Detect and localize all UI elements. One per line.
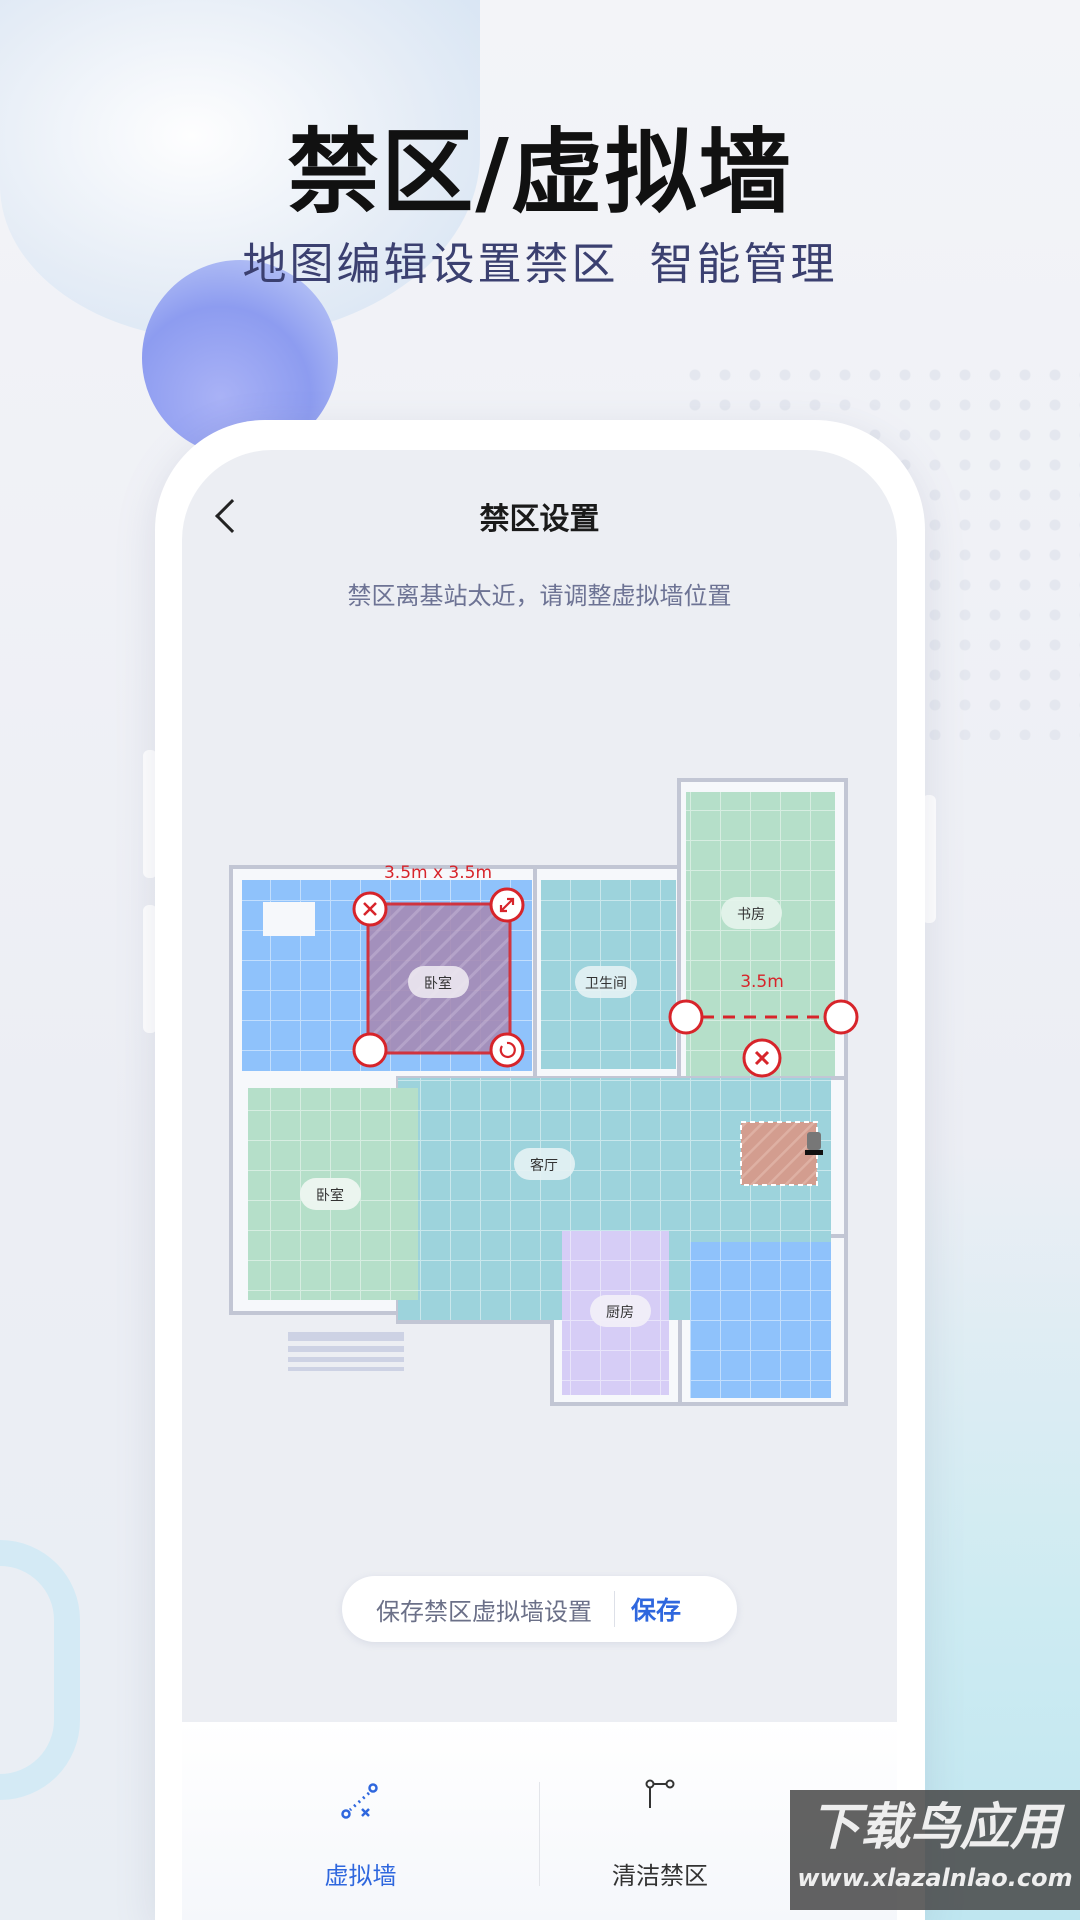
room-label: 厨房 <box>590 1295 651 1327</box>
warning-hint: 禁区离基站太近，请调整虚拟墙位置 <box>347 582 732 610</box>
stairs <box>288 1332 404 1371</box>
no-clean-zone-icon <box>645 1779 675 1808</box>
room-unnamed-blue[interactable] <box>690 1242 831 1398</box>
phone-screen: 禁区设置 禁区离基站太近，请调整虚拟墙位置 <box>182 450 897 1722</box>
svg-text:书房: 书房 <box>737 907 765 923</box>
delete-zone-icon[interactable] <box>352 891 388 927</box>
forbidden-zone-size: 3.5m x 3.5m <box>384 863 492 883</box>
room-bedroom-2[interactable] <box>248 1088 418 1300</box>
room-label: 客厅 <box>514 1148 575 1180</box>
base-station-zone <box>740 1121 818 1186</box>
divider <box>614 1591 615 1627</box>
zone-corner-handle[interactable] <box>352 1032 388 1068</box>
bottom-toolbar: 虚拟墙 清洁禁区 <box>182 1722 897 1920</box>
screen-title: 禁区设置 <box>479 502 600 537</box>
phone-side-button <box>143 905 157 1033</box>
svg-text:卧室: 卧室 <box>424 975 452 992</box>
virtual-wall-icon <box>341 1783 378 1819</box>
svg-text:卫生间: 卫生间 <box>585 976 627 992</box>
hero-title: 禁区/虚拟墙 <box>287 119 793 226</box>
virtual-wall-length: 3.5m <box>740 972 784 992</box>
rotate-zone-icon[interactable] <box>489 1032 525 1068</box>
tab-no-clean-zone[interactable]: 清洁禁区 <box>540 1722 780 1920</box>
room-label: 卧室 <box>300 1178 361 1210</box>
watermark-url: www.xlazalnlao.com <box>797 1864 1073 1892</box>
svg-text:卧室: 卧室 <box>316 1187 344 1204</box>
svg-text:客厅: 客厅 <box>530 1157 558 1174</box>
phone-side-button <box>143 750 157 878</box>
room-label: 书房 <box>721 897 782 929</box>
tab-virtual-wall[interactable]: 虚拟墙 <box>182 1722 539 1920</box>
tab-label: 虚拟墙 <box>324 1862 397 1890</box>
floor-map[interactable]: 3.5m x 3.5m 3.5m 卧室 卫生间 书房 客厅 卧室 厨房 <box>182 450 897 1450</box>
room-label: 卫生间 <box>575 966 637 998</box>
decorative-ring <box>0 1540 80 1800</box>
watermark-text: 下载鸟应用 <box>810 1798 1060 1856</box>
tab-label: 清洁禁区 <box>612 1862 708 1890</box>
divider <box>539 1782 540 1886</box>
wall-end-handle[interactable] <box>823 999 859 1035</box>
room-study[interactable] <box>686 792 835 1076</box>
base-station-icon <box>805 1132 823 1155</box>
save-button[interactable]: 保存 <box>631 1596 682 1625</box>
hero-subtitle: 地图编辑设置禁区 智能管理 <box>242 239 838 290</box>
resize-zone-icon[interactable] <box>489 887 525 923</box>
wall-end-handle[interactable] <box>668 999 704 1035</box>
svg-text:厨房: 厨房 <box>606 1305 634 1321</box>
phone-side-button <box>922 795 936 923</box>
save-bar-text: 保存禁区虚拟墙设置 <box>376 1597 592 1626</box>
room-label: 卧室 <box>408 966 469 998</box>
watermark-logo: 下载鸟应用 www.xlazalnlao.com <box>790 1790 1080 1910</box>
delete-wall-icon[interactable] <box>742 1038 782 1078</box>
save-bar: 保存禁区虚拟墙设置 保存 <box>342 1576 737 1642</box>
